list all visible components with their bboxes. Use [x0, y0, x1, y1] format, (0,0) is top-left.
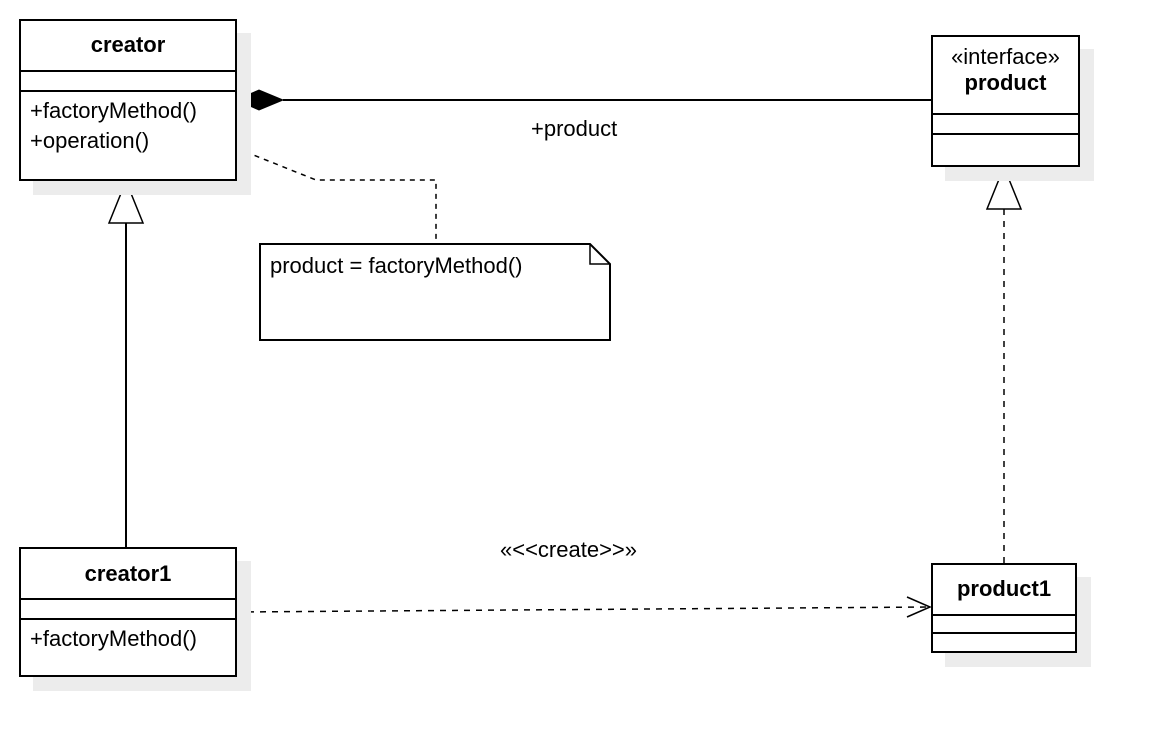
method-factory-method: +factoryMethod() [30, 626, 197, 651]
create-dependency-arrowhead [906, 596, 932, 618]
class-product1[interactable]: product1 [931, 563, 1077, 653]
class-creator-header: creator [21, 21, 235, 72]
note-text: product = factoryMethod() [270, 253, 523, 278]
note-shape [259, 243, 611, 341]
interface-product-methods [933, 135, 1078, 165]
composition-role-label: +product [531, 116, 618, 141]
interface-product-header: «interface» product [933, 37, 1078, 115]
method-factory-method: +factoryMethod() [30, 98, 197, 123]
interface-product[interactable]: «interface» product [931, 35, 1080, 167]
class-creator[interactable]: creator +factoryMethod() +operation() [19, 19, 237, 181]
method-operation: +operation() [30, 128, 150, 153]
interface-product-name: product [964, 70, 1047, 95]
class-creator1-name: creator1 [84, 561, 172, 586]
class-creator-name: creator [90, 32, 166, 57]
create-dependency-label: «<<create>>» [500, 537, 638, 562]
class-creator-attributes [21, 72, 235, 92]
class-product1-name: product1 [956, 576, 1052, 601]
class-product1-attributes [933, 616, 1075, 634]
note-fold [589, 244, 610, 265]
class-creator1-header: creator1 [21, 549, 235, 600]
note-anchor-line [235, 147, 437, 244]
interface-stereotype: «interface» [951, 44, 1060, 69]
interface-product-attributes [933, 115, 1078, 135]
class-product1-header: product1 [933, 565, 1075, 616]
class-creator-methods: +factoryMethod() +operation() [21, 92, 235, 156]
realization-arrowhead [985, 165, 1023, 210]
create-dependency-line [235, 606, 931, 613]
class-creator1[interactable]: creator1 +factoryMethod() [19, 547, 237, 677]
generalization-arrowhead [107, 179, 145, 224]
class-creator1-methods: +factoryMethod() [21, 620, 235, 654]
class-product1-methods [933, 634, 1075, 651]
class-creator1-attributes [21, 600, 235, 620]
composition-diamond [234, 89, 285, 111]
